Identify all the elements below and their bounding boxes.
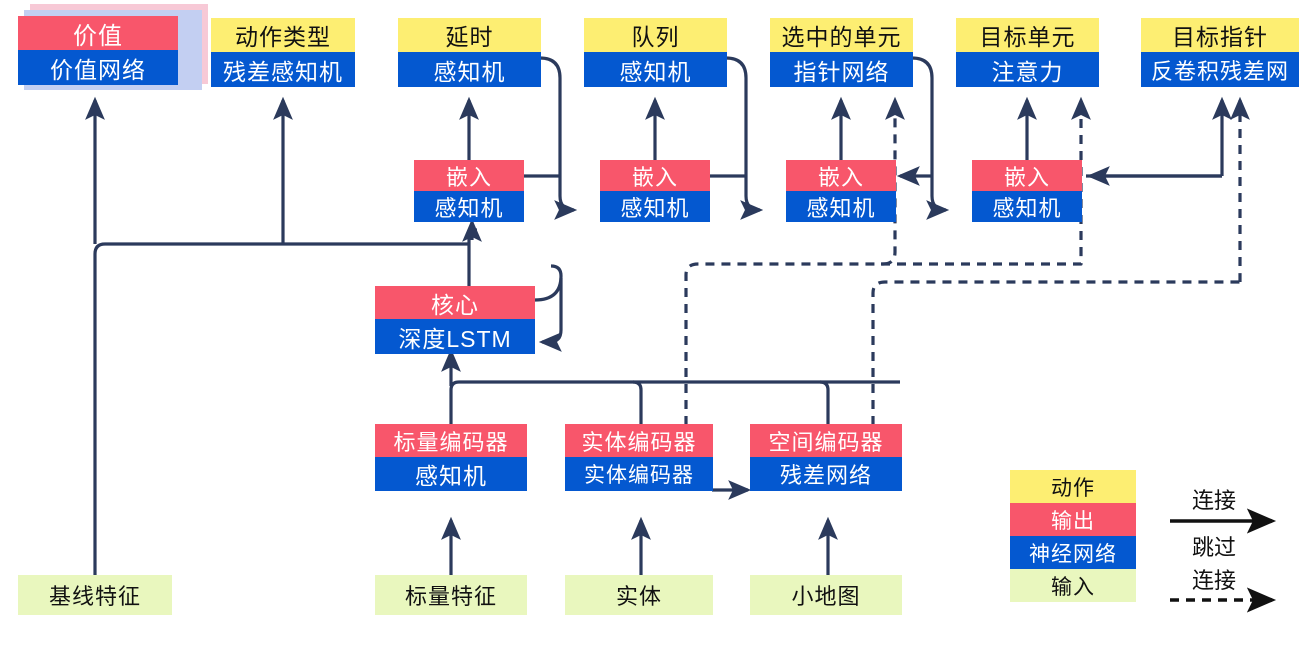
node-action-type-bottom: 残差感知机 (211, 52, 355, 87)
node-scalar-encoder[interactable]: 标量编码器 感知机 (375, 424, 527, 491)
legend-connect-label: 连接 (1192, 488, 1237, 513)
node-target-unit[interactable]: 目标单元 注意力 (956, 18, 1099, 87)
node-value-top: 价值 (18, 16, 178, 50)
node-selected-unit-bottom: 指针网络 (770, 52, 913, 87)
node-delay-top: 延时 (398, 18, 541, 52)
node-embed-queue[interactable]: 嵌入 感知机 (600, 160, 710, 222)
node-delay-bottom: 感知机 (398, 52, 541, 87)
node-queue-bottom: 感知机 (584, 52, 727, 87)
node-target-pointer[interactable]: 目标指针 反卷积残差网 (1141, 18, 1299, 87)
edge-core-to-baselinecol (93, 242, 469, 600)
node-embed-selected-top: 嵌入 (786, 160, 896, 191)
node-action-type-top: 动作类型 (211, 18, 355, 52)
node-delay[interactable]: 延时 感知机 (398, 18, 541, 87)
node-selected-unit[interactable]: 选中的单元 指针网络 (770, 18, 913, 87)
node-embed-target-top: 嵌入 (972, 160, 1082, 191)
node-target-unit-bottom: 注意力 (956, 52, 1099, 87)
node-embed-queue-top: 嵌入 (600, 160, 710, 191)
node-embed-delay-bottom: 感知机 (414, 191, 524, 222)
node-core-bottom: 深度LSTM (375, 319, 535, 354)
legend-skip-label-1: 跳过 (1192, 535, 1237, 560)
node-core[interactable]: 核心 深度LSTM (375, 286, 535, 354)
edge-core-loop-top (534, 264, 563, 302)
legend: 动作 输出 神经网络 输入 (1010, 470, 1136, 602)
edge-selected-to-embed4 (911, 56, 950, 220)
node-embed-target[interactable]: 嵌入 感知机 (972, 160, 1082, 222)
node-entity-encoder-bottom: 实体编码器 (565, 457, 713, 491)
node-embed-target-bottom: 感知机 (972, 191, 1082, 222)
node-value-bottom: 价值网络 (18, 50, 178, 85)
node-embed-delay-top: 嵌入 (414, 160, 524, 191)
legend-swatch-action: 动作 (1010, 470, 1136, 503)
edge-delay-to-embed2 (539, 56, 578, 220)
edge-entityenc-to-bus (632, 380, 643, 425)
legend-skip-label-2: 连接 (1192, 568, 1237, 593)
node-queue-top: 队列 (584, 18, 727, 52)
node-queue[interactable]: 队列 感知机 (584, 18, 727, 87)
legend-swatch-input: 输入 (1010, 569, 1136, 602)
node-input-entity[interactable]: 实体 (565, 575, 713, 615)
node-value[interactable]: 价值 价值网络 (18, 16, 178, 85)
edge-queue-to-embed3 (725, 56, 764, 220)
node-action-type[interactable]: 动作类型 残差感知机 (211, 18, 355, 87)
node-target-unit-top: 目标单元 (956, 18, 1099, 52)
edge-core-self-loop (538, 278, 563, 352)
node-core-top: 核心 (375, 286, 535, 319)
node-embed-delay[interactable]: 嵌入 感知机 (414, 160, 524, 222)
edge-spatialenc-to-bus (819, 380, 830, 425)
node-input-minimap[interactable]: 小地图 (750, 575, 902, 615)
node-target-pointer-bottom: 反卷积残差网 (1141, 52, 1299, 87)
node-embed-queue-bottom: 感知机 (600, 191, 710, 222)
node-scalar-encoder-bottom: 感知机 (375, 457, 527, 491)
node-entity-encoder-top: 实体编码器 (565, 424, 713, 457)
node-selected-unit-top: 选中的单元 (770, 18, 913, 52)
node-input-scalar[interactable]: 标量特征 (375, 575, 527, 615)
node-scalar-encoder-top: 标量编码器 (375, 424, 527, 457)
node-spatial-encoder-top: 空间编码器 (750, 424, 902, 457)
legend-swatch-neural-network: 神经网络 (1010, 536, 1136, 569)
node-entity-encoder[interactable]: 实体编码器 实体编码器 (565, 424, 713, 491)
edge-encoder-bus (449, 380, 900, 425)
edge-skip-spatial-h (871, 280, 1240, 425)
node-target-pointer-top: 目标指针 (1141, 18, 1299, 52)
node-spatial-encoder-bottom: 残差网络 (750, 457, 902, 491)
node-spatial-encoder[interactable]: 空间编码器 残差网络 (750, 424, 902, 491)
edge-skip-entity-h (684, 262, 883, 425)
legend-swatch-output: 输出 (1010, 503, 1136, 536)
node-input-baseline[interactable]: 基线特征 (18, 575, 172, 615)
node-embed-selected[interactable]: 嵌入 感知机 (786, 160, 896, 222)
node-embed-selected-bottom: 感知机 (786, 191, 896, 222)
edge-skip-entity-to-targetunit (881, 96, 1091, 266)
